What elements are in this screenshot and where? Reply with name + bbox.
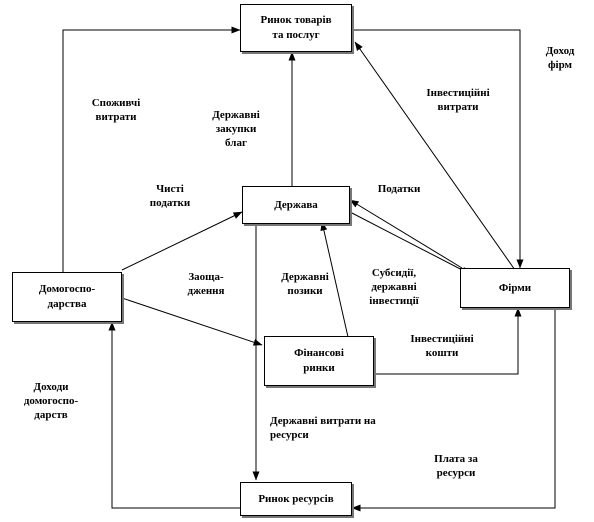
node-firms: Фірми [460,268,570,308]
arrow-household-income [108,321,240,509]
label-resource-payment: Плата за ресурси [434,453,478,479]
label-firm-income: Доход фірм [545,45,575,71]
arrow-firm-income [352,29,524,269]
arrow-investment-spending [354,41,516,271]
arrow-investment-funds [375,307,522,375]
arrow-subsidies [349,211,471,275]
node-government: Держава [242,186,350,224]
label-investment-spending: Інвестиційні витрати [426,87,490,113]
label-household-income: Доходи домогоспо- дарств [23,381,79,421]
label-taxes: Податки [377,183,421,195]
node-households: Домогоспо- дарства [12,272,122,322]
label-consumer-spending: Споживчі витрати [91,97,141,123]
label-government-resource-spending: Державні витрати на ресурси [270,415,376,441]
label-net-taxes: Чисті податки [149,183,191,209]
label-government-borrowing: Державні позики [281,271,329,297]
node-resource-market: Ринок ресурсів [240,482,352,516]
label-subsidies: Субсидії, державні інвестиції [369,267,419,307]
arrow-resource-payment [351,310,556,512]
arrow-taxes [349,199,463,269]
arrow-savings [121,297,263,346]
label-investment-funds: Інвестиційні кошти [410,333,474,359]
label-government-purchases: Державні закупки благ [212,109,260,149]
arrow-consumer-spending [62,26,241,272]
arrow-government-borrowing [320,221,349,338]
node-goods-market: Ринок товарів та послуг [240,4,352,52]
arrow-net-taxes [121,211,243,271]
node-financial-markets: Фінансові ринки [264,336,374,386]
label-savings: Заоща- дження [187,271,225,297]
